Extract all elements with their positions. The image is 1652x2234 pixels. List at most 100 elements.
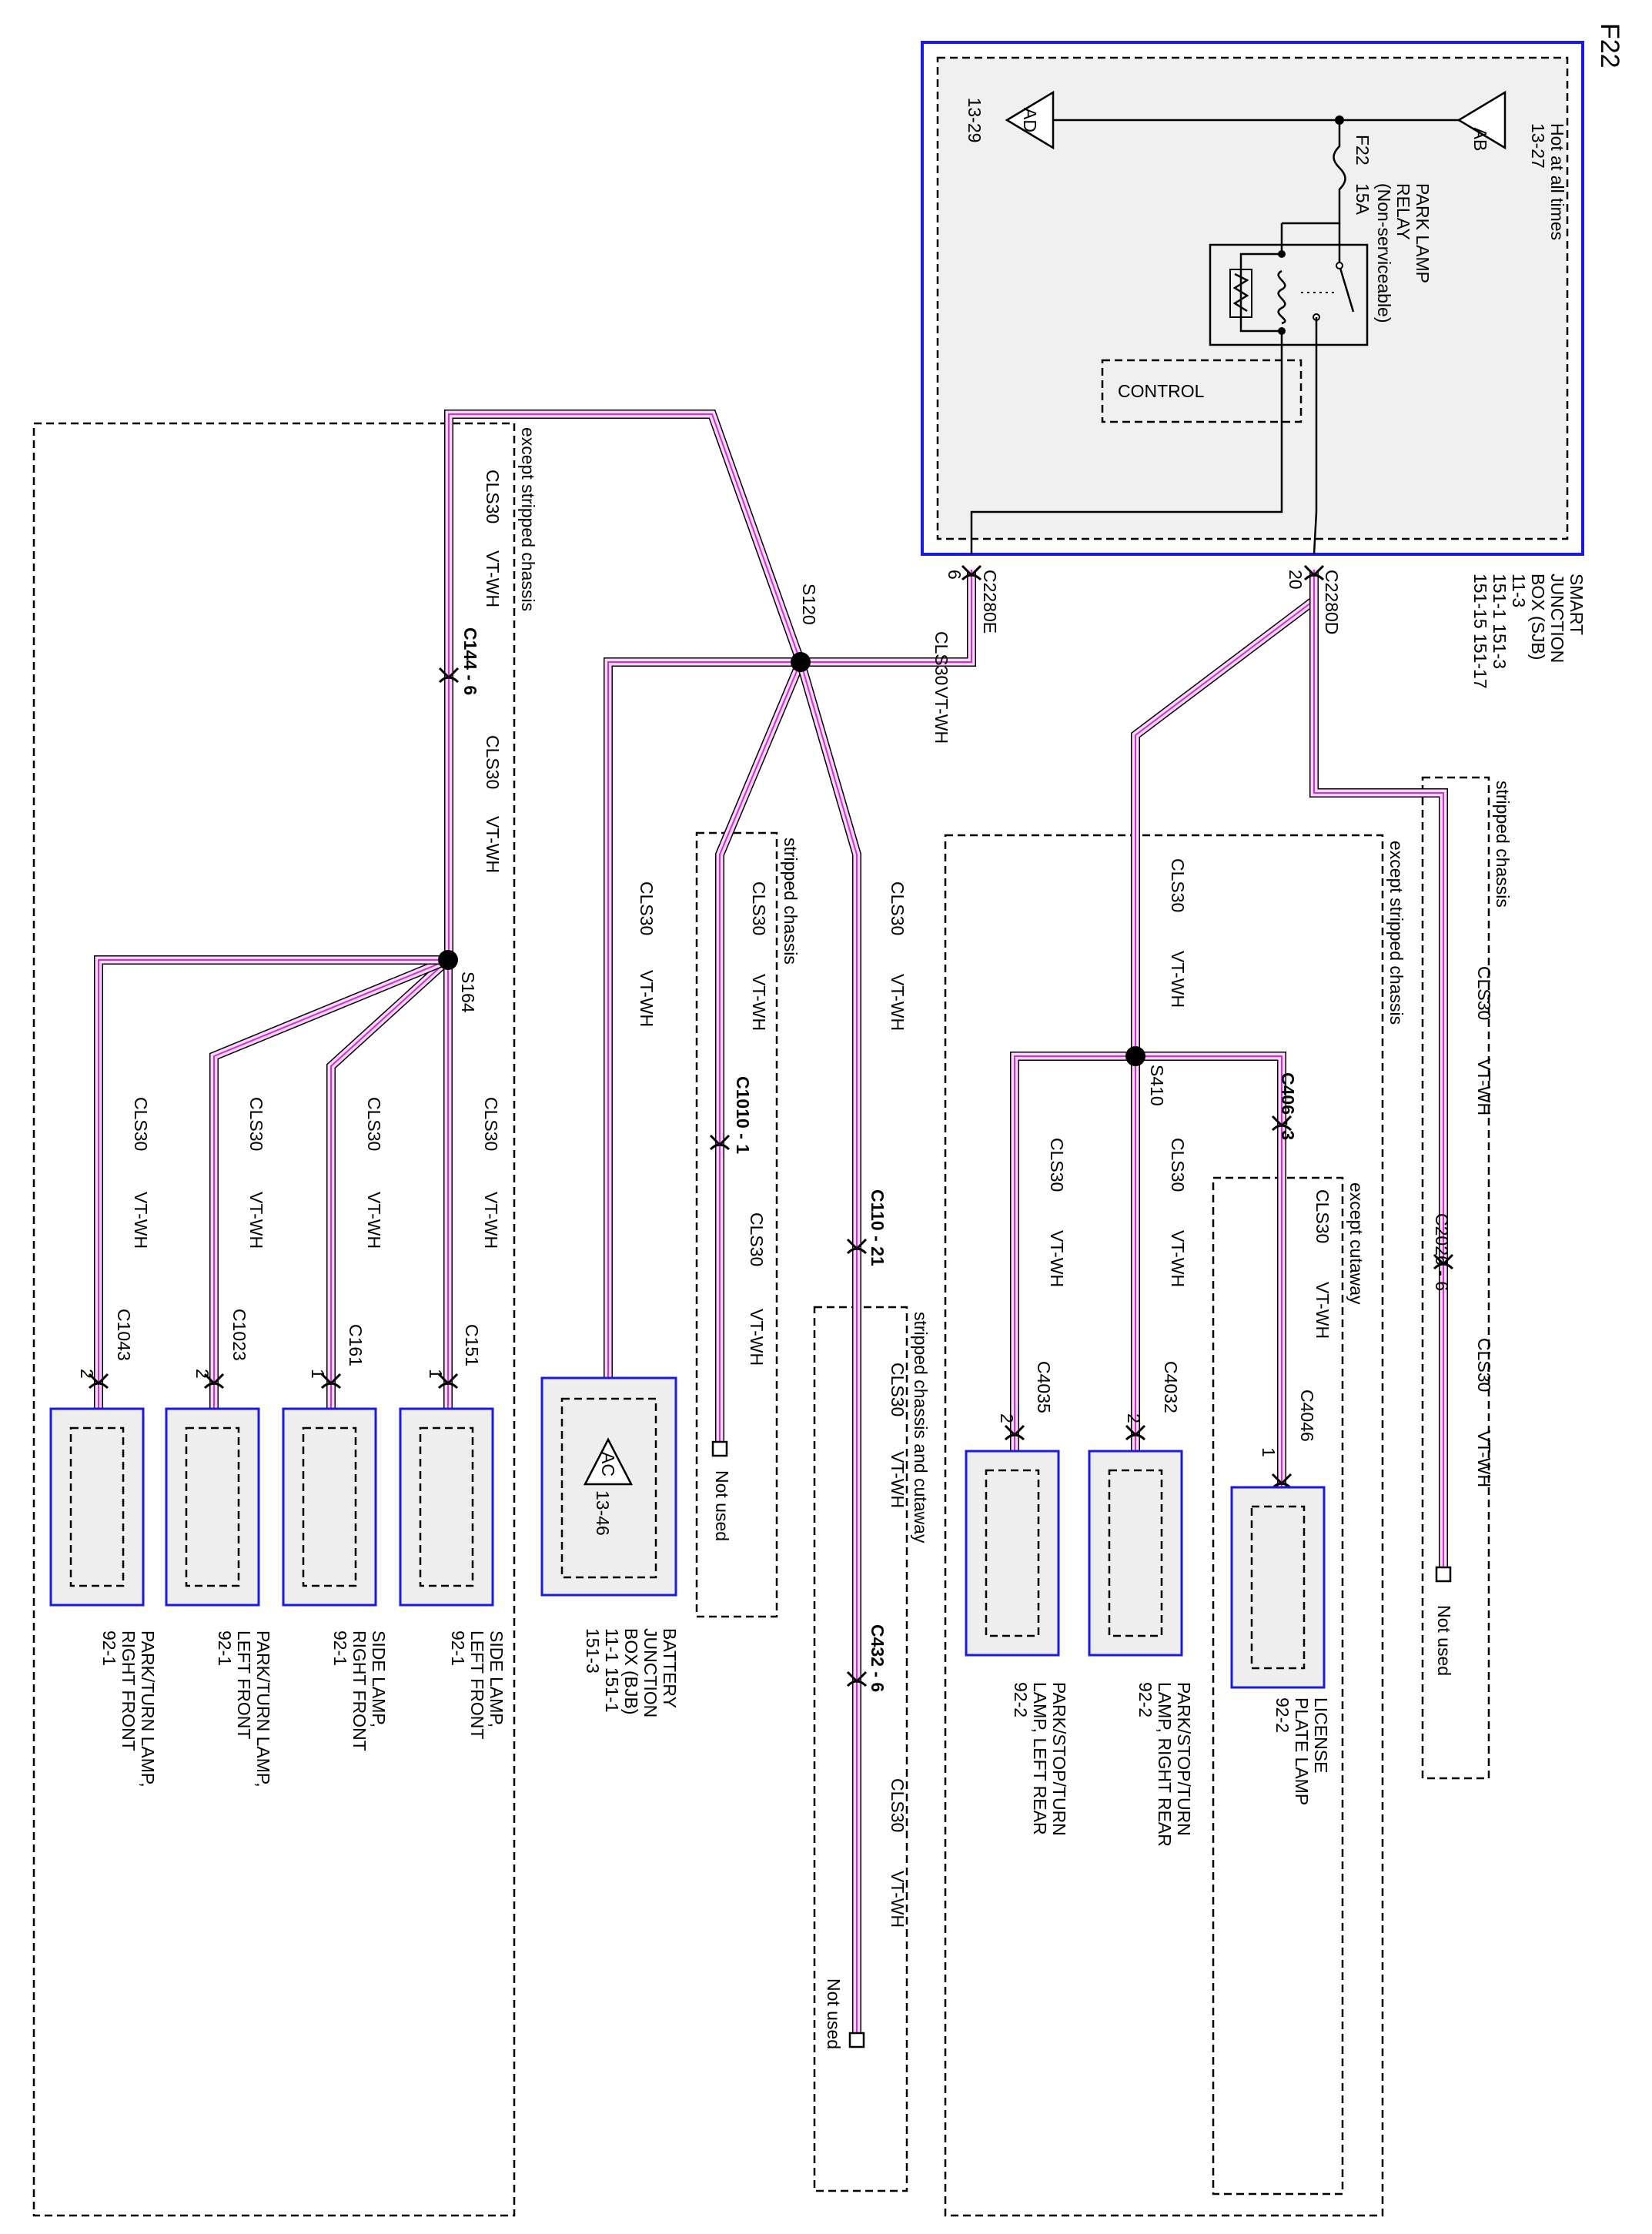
region-stripped-c2026 [1421, 776, 1490, 1780]
park-lamp-right-rear [1088, 1450, 1183, 1657]
wire-label-circuit: CLS30 [1047, 1138, 1067, 1192]
c2280e-label: C2280E [980, 570, 1000, 634]
wire-label-circuit: CLS30 [888, 881, 908, 935]
wire-label-color: VT-WH [483, 550, 503, 607]
note-except-stripped-right: except stripped chassis [1386, 841, 1406, 1025]
c1043-label: C1043 [114, 1309, 134, 1361]
relay-coil-winding [1277, 269, 1286, 325]
bjb-name-5: 151-3 [583, 1628, 603, 1674]
splice-s120 [791, 652, 811, 672]
wire-label-circuit: CLS30 [1168, 1138, 1188, 1192]
wire-c2280d-s410 [1131, 570, 1319, 1056]
not-used-c2026: Not used [1434, 1605, 1454, 1676]
wire-label-color: VT-WH [1168, 951, 1188, 1008]
c4032-connector [1125, 1424, 1146, 1441]
c2280d-symbol [1303, 564, 1325, 581]
sjb-line-e [970, 345, 1283, 554]
wire-label-color: VT-WH [1474, 1430, 1494, 1487]
c151-label: C151 [462, 1324, 482, 1366]
splice-s410-label: S410 [1147, 1065, 1167, 1106]
bjb-ac-arrow [583, 1437, 634, 1486]
wire-label-circuit: CLS30 [483, 470, 503, 523]
c4035-pin: 2 [997, 1413, 1017, 1423]
wire-label-circuit: CLS30 [888, 1778, 908, 1832]
park-lamp-right-front [49, 1407, 145, 1607]
c1010-symbol [709, 1134, 731, 1151]
park-lr-name-1: PARK/STOP/TURN [1049, 1682, 1069, 1836]
fuse-rating: 15A [1353, 183, 1373, 216]
not-used-c1010-terminal [711, 1440, 728, 1457]
c432-label: C432 - 6 [868, 1624, 888, 1692]
c1023-connector [203, 1373, 225, 1390]
bjb-name-2: JUNCTION [640, 1628, 660, 1717]
wire-label-color: VT-WH [637, 970, 657, 1027]
wire-label-circuit: CLS30 [637, 881, 657, 935]
ab-label: AB [1470, 128, 1490, 152]
wire-group [94, 410, 1448, 2040]
c4046-pin: 1 [1259, 1447, 1279, 1457]
hot-label-line1: Hot at all times [1547, 123, 1567, 240]
sjb-name-6: 151-15 151-17 [1470, 574, 1490, 689]
c2026-label: C2026 - 6 [1432, 1213, 1452, 1291]
wire-c2280d-c2026 [1309, 570, 1448, 1574]
wire-label-circuit: CLS30 [131, 1097, 151, 1151]
wire-label-color: VT-WH [888, 974, 908, 1031]
page-id: F22 [1595, 23, 1624, 69]
bjb-name-1: BATTERY [660, 1628, 680, 1708]
side-lf-name-1: SIDE LAMP, [487, 1630, 507, 1727]
bjb-ac-label: AC [598, 1452, 618, 1477]
wire-label-circuit: CLS30 [749, 881, 769, 935]
wire-label-color: VT-WH [483, 816, 503, 873]
relay-label-line3: (Non-serviceable) [1374, 183, 1394, 323]
wire-label-color: VT-WH [364, 1192, 384, 1249]
relay-coil-zigzag [1232, 273, 1249, 313]
wire-label-circuit: CLS30 [364, 1097, 384, 1151]
c4035-label: C4035 [1034, 1361, 1054, 1413]
c1043-pin: 2 [77, 1369, 97, 1379]
note-stripped-c2026: stripped chassis [1493, 781, 1513, 908]
relay-label-line1: PARK LAMP [1413, 183, 1433, 283]
wire-label-group: CLS30VT-WHCLS30VT-WHCLS30VT-WHCLS30VT-WH… [131, 470, 1494, 1928]
bjb-name-3: BOX (BJB) [621, 1628, 641, 1714]
region-stripped-c1010 [695, 831, 778, 1618]
wire-label-color: VT-WH [1168, 1230, 1188, 1287]
license-name-2: PLATE LAMP [1292, 1697, 1312, 1805]
c2280e-symbol [961, 564, 982, 581]
wire-label-color: VT-WH [931, 687, 951, 744]
c4035-connector [1004, 1424, 1025, 1441]
wire-label-color: VT-WH [481, 1192, 501, 1249]
c2026-symbol [1433, 1253, 1454, 1270]
lamp-group [49, 1407, 1326, 1689]
relay-out-line [1313, 317, 1318, 555]
c2280d-label: C2280D [1322, 570, 1342, 634]
park-lr-name-2: LAMP, LEFT REAR [1030, 1682, 1050, 1835]
bjb-box [540, 1376, 677, 1597]
wire-label-circuit: CLS30 [483, 735, 503, 789]
park-rf-name-2: RIGHT FRONT [119, 1630, 139, 1751]
c151-pin: 1 [426, 1369, 446, 1379]
bjb-name-4: 11-1 151-1 [602, 1628, 622, 1713]
c432-symbol [846, 1670, 868, 1687]
wire-c2280e-s120 [801, 570, 976, 667]
park-lf-name-2: LEFT FRONT [234, 1630, 254, 1739]
license-name-3: 92-2 [1272, 1697, 1293, 1733]
park-lf-name-1: PARK/TURN LAMP, [253, 1630, 273, 1788]
park-lamp-left-rear [965, 1450, 1060, 1657]
c161-pin: 1 [308, 1369, 328, 1379]
park-rf-name-3: 92-1 [99, 1630, 119, 1666]
c2280e-pin: 6 [945, 570, 965, 580]
relay-label-line2: RELAY [1393, 183, 1413, 240]
wire-label-color: VT-WH [1313, 1282, 1333, 1339]
c4046-label: C4046 [1297, 1390, 1317, 1442]
not-used-c2026-terminal [1435, 1566, 1452, 1583]
wire-label-color: VT-WH [131, 1192, 151, 1249]
license-plate-lamp [1230, 1486, 1326, 1689]
fuse-f22 [1282, 120, 1346, 225]
splice-s120-label: S120 [799, 584, 819, 625]
wire-s120-bjb [604, 657, 801, 1386]
c161-connector [320, 1373, 342, 1390]
side-lf-name-3: 92-1 [448, 1630, 468, 1666]
park-rf-name-1: PARK/TURN LAMP, [138, 1630, 158, 1788]
wire-label-circuit: CLS30 [888, 1363, 908, 1416]
license-name-1: LICENSE [1311, 1697, 1331, 1773]
